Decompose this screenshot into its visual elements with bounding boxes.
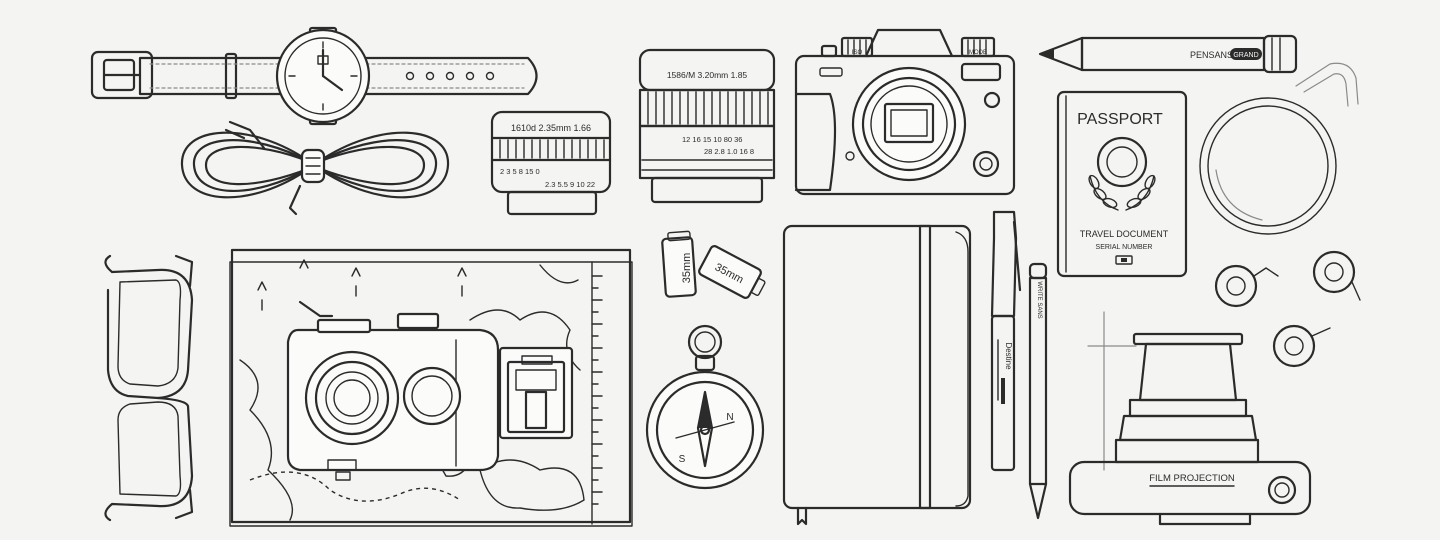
compass-south: S bbox=[679, 454, 686, 465]
large-lens: 1586/M 3.20mm 1.85 12 16 15 10 80 36 28 … bbox=[638, 48, 776, 204]
large-lens-scale-row1: 12 16 15 10 80 36 bbox=[682, 135, 742, 144]
film-canister-1-label: 35mm bbox=[681, 253, 693, 284]
fine-pencil-label: WRITE SANS bbox=[1036, 281, 1042, 318]
projector-label: FILM PROJECTION bbox=[1149, 473, 1235, 484]
coiled-rope bbox=[180, 120, 450, 216]
passport-title: PASSPORT bbox=[1077, 111, 1163, 128]
small-lens-scale-row1: 2 3 5 8 15 0 bbox=[500, 167, 540, 176]
pen-label: Destine bbox=[1004, 342, 1013, 370]
film-canister-2: 35mm bbox=[698, 245, 766, 299]
film-canister-1: 35mm bbox=[661, 230, 697, 298]
film-projector: FILM PROJECTION bbox=[1068, 311, 1312, 526]
mug-top-view bbox=[1199, 62, 1359, 235]
compass: N S bbox=[645, 324, 765, 490]
compass-north: N bbox=[726, 412, 733, 423]
passport: PASSPORT TRAVEL DOCUMENT SERIAL NUMBER bbox=[1056, 90, 1188, 278]
sunglasses bbox=[104, 254, 194, 522]
vintage-camera bbox=[286, 300, 574, 481]
small-lens-top-text: 1610d 2.35mm 1.66 bbox=[511, 123, 591, 133]
passport-line2: SERIAL NUMBER bbox=[1096, 244, 1153, 251]
camera-dial-right-label: MODE bbox=[969, 50, 987, 56]
tape-rolls bbox=[1214, 250, 1361, 368]
pencil-tag: GRAND bbox=[1233, 52, 1258, 59]
small-lens: 1610d 2.35mm 1.66 2 3 5 8 15 0 2.3 5.5 9… bbox=[490, 110, 612, 216]
large-lens-scale-row2: 28 2.8 1.0 16 8 bbox=[704, 147, 754, 156]
small-lens-scale-row2: 2.3 5.5 9 10 22 bbox=[545, 180, 595, 189]
camera-dial-left-label: ISO bbox=[852, 50, 863, 56]
fine-pencil: WRITE SANS bbox=[1028, 262, 1048, 520]
passport-line1: TRAVEL DOCUMENT bbox=[1080, 229, 1169, 239]
mirrorless-camera: ISO MODE bbox=[794, 28, 1016, 196]
pencil: PENSANS GRAND bbox=[1038, 34, 1298, 74]
notebook bbox=[782, 224, 972, 526]
pen: Destine bbox=[990, 210, 1022, 472]
large-lens-top-text: 1586/M 3.20mm 1.85 bbox=[667, 70, 748, 80]
wristwatch bbox=[90, 26, 538, 126]
pencil-brand: PENSANS bbox=[1190, 50, 1233, 60]
